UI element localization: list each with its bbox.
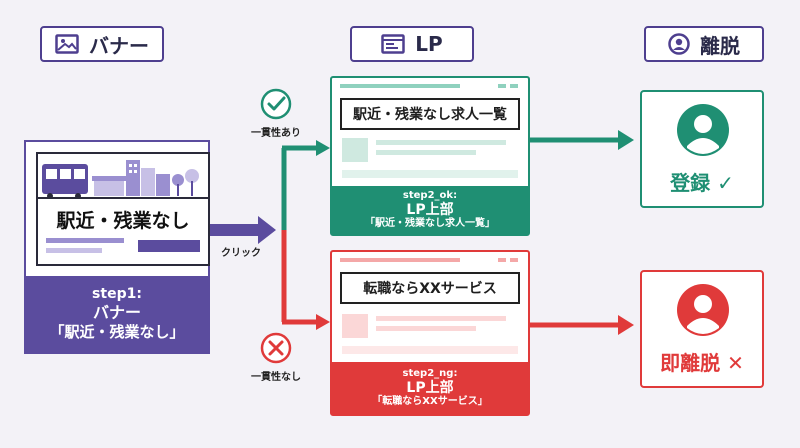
lp-ng-headline: 転職ならXXサービス: [340, 272, 520, 304]
lp-ok-quote: 「駅近・残業なし求人一覧」: [365, 218, 495, 230]
lp-ok-thumbnail: [342, 138, 368, 162]
arrow-to-exit-head: [618, 315, 634, 335]
lp-ng-text-line-3: [342, 346, 518, 354]
arrow-to-lp-ok-head: [316, 140, 330, 156]
click-arrow-shaft: [210, 224, 260, 236]
townscape-illustration: [38, 160, 208, 199]
header-banner-label: バナー: [89, 33, 149, 58]
lp-ng-name: LP上部: [406, 379, 454, 396]
user-avatar-icon: [677, 284, 729, 336]
inconsistent-label: 一貫性なし: [251, 372, 301, 383]
lp-ng-text-line-2: [376, 326, 476, 331]
header-exit: 離脱: [644, 26, 764, 62]
banner-card: 駅近・残業なし step1: バナー 「駅近・残業なし」: [24, 140, 210, 354]
header-banner: バナー: [40, 26, 164, 62]
lp-ng-step: step2_ng:: [402, 367, 458, 379]
banner-step: step1:: [92, 285, 142, 302]
banner-quote: 「駅近・残業なし」: [49, 323, 185, 342]
lp-ok-step-label: step2_ok: LP上部 「駅近・残業なし求人一覧」: [332, 186, 528, 234]
lp-ok-topbar: [340, 84, 524, 90]
banner-name: バナー: [92, 303, 141, 323]
outcome-exit-card: 即離脱 ✕: [640, 270, 764, 388]
banner-cta-button: [138, 240, 200, 252]
lp-ng-thumbnail: [342, 314, 368, 338]
banner-text-line-1: [46, 238, 124, 243]
image-icon: [55, 34, 79, 54]
arrow-to-lp-ng-head: [316, 314, 330, 330]
lp-ok-text-line-3: [342, 170, 518, 178]
lp-ng-quote: 「転職ならXXサービス」: [372, 396, 488, 408]
lp-ok-card: 駅近・残業なし求人一覧 step2_ok: LP上部 「駅近・残業なし求人一覧」: [330, 76, 530, 236]
lp-ok-headline: 駅近・残業なし求人一覧: [340, 98, 520, 130]
banner-step-label: step1: バナー 「駅近・残業なし」: [26, 276, 208, 352]
arrow-to-register-head: [618, 130, 634, 150]
lp-ok-step: step2_ok:: [402, 189, 458, 201]
header-lp-label: LP: [415, 32, 443, 56]
lp-ng-text-line-1: [376, 316, 506, 321]
user-avatar-icon: [677, 104, 729, 156]
lp-ok-text-line-1: [376, 140, 506, 145]
lp-ng-card: 転職ならXXサービス step2_ng: LP上部 「転職ならXXサービス」: [330, 250, 530, 416]
outcome-register-card: 登録 ✓: [640, 90, 764, 208]
header-exit-label: 離脱: [700, 33, 740, 58]
banner-headline: 駅近・残業なし: [56, 210, 190, 232]
lp-ok-text-line-2: [376, 150, 476, 155]
click-arrow-head: [258, 216, 276, 244]
check-circle-icon: [260, 88, 292, 120]
user-icon: [668, 33, 690, 55]
banner-creative: 駅近・残業なし: [36, 152, 210, 266]
click-label: クリック: [221, 248, 261, 259]
lp-ng-topbar: [340, 258, 524, 264]
outcome-exit-label: 即離脱 ✕: [660, 351, 744, 375]
consistent-label: 一貫性あり: [251, 128, 301, 139]
lp-ok-name: LP上部: [406, 201, 454, 218]
header-lp: LP: [350, 26, 474, 62]
banner-text-line-2: [46, 248, 102, 253]
lp-ng-step-label: step2_ng: LP上部 「転職ならXXサービス」: [332, 362, 528, 414]
browser-window-icon: [381, 34, 406, 54]
outcome-register-label: 登録 ✓: [670, 171, 734, 195]
